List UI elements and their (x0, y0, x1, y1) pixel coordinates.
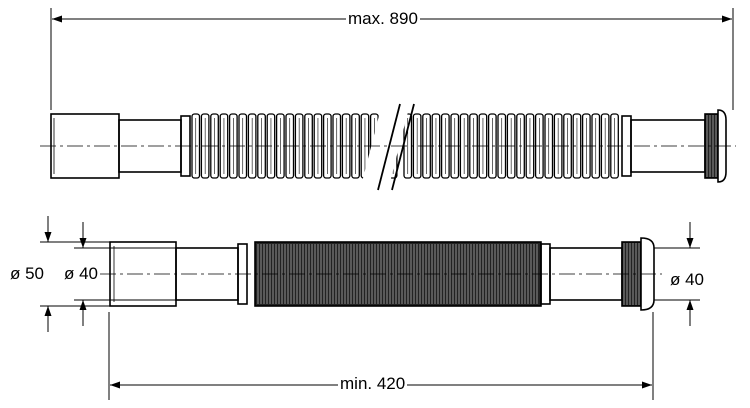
min-length-label: min. 420 (338, 374, 408, 394)
top-right-seal (704, 113, 719, 179)
right-diameter-label: ø 40 (668, 270, 707, 290)
left-diameter-dimensions (40, 216, 176, 332)
outer-diameter-left-label: ø 50 (8, 264, 47, 284)
max-length-label: max. 890 (346, 9, 420, 29)
break-line-1 (377, 103, 401, 191)
inner-diameter-left-label: ø 40 (62, 264, 101, 284)
break-line-2 (391, 103, 415, 191)
top-hose-extended (50, 103, 727, 191)
right-diameter-dimension (654, 222, 700, 326)
